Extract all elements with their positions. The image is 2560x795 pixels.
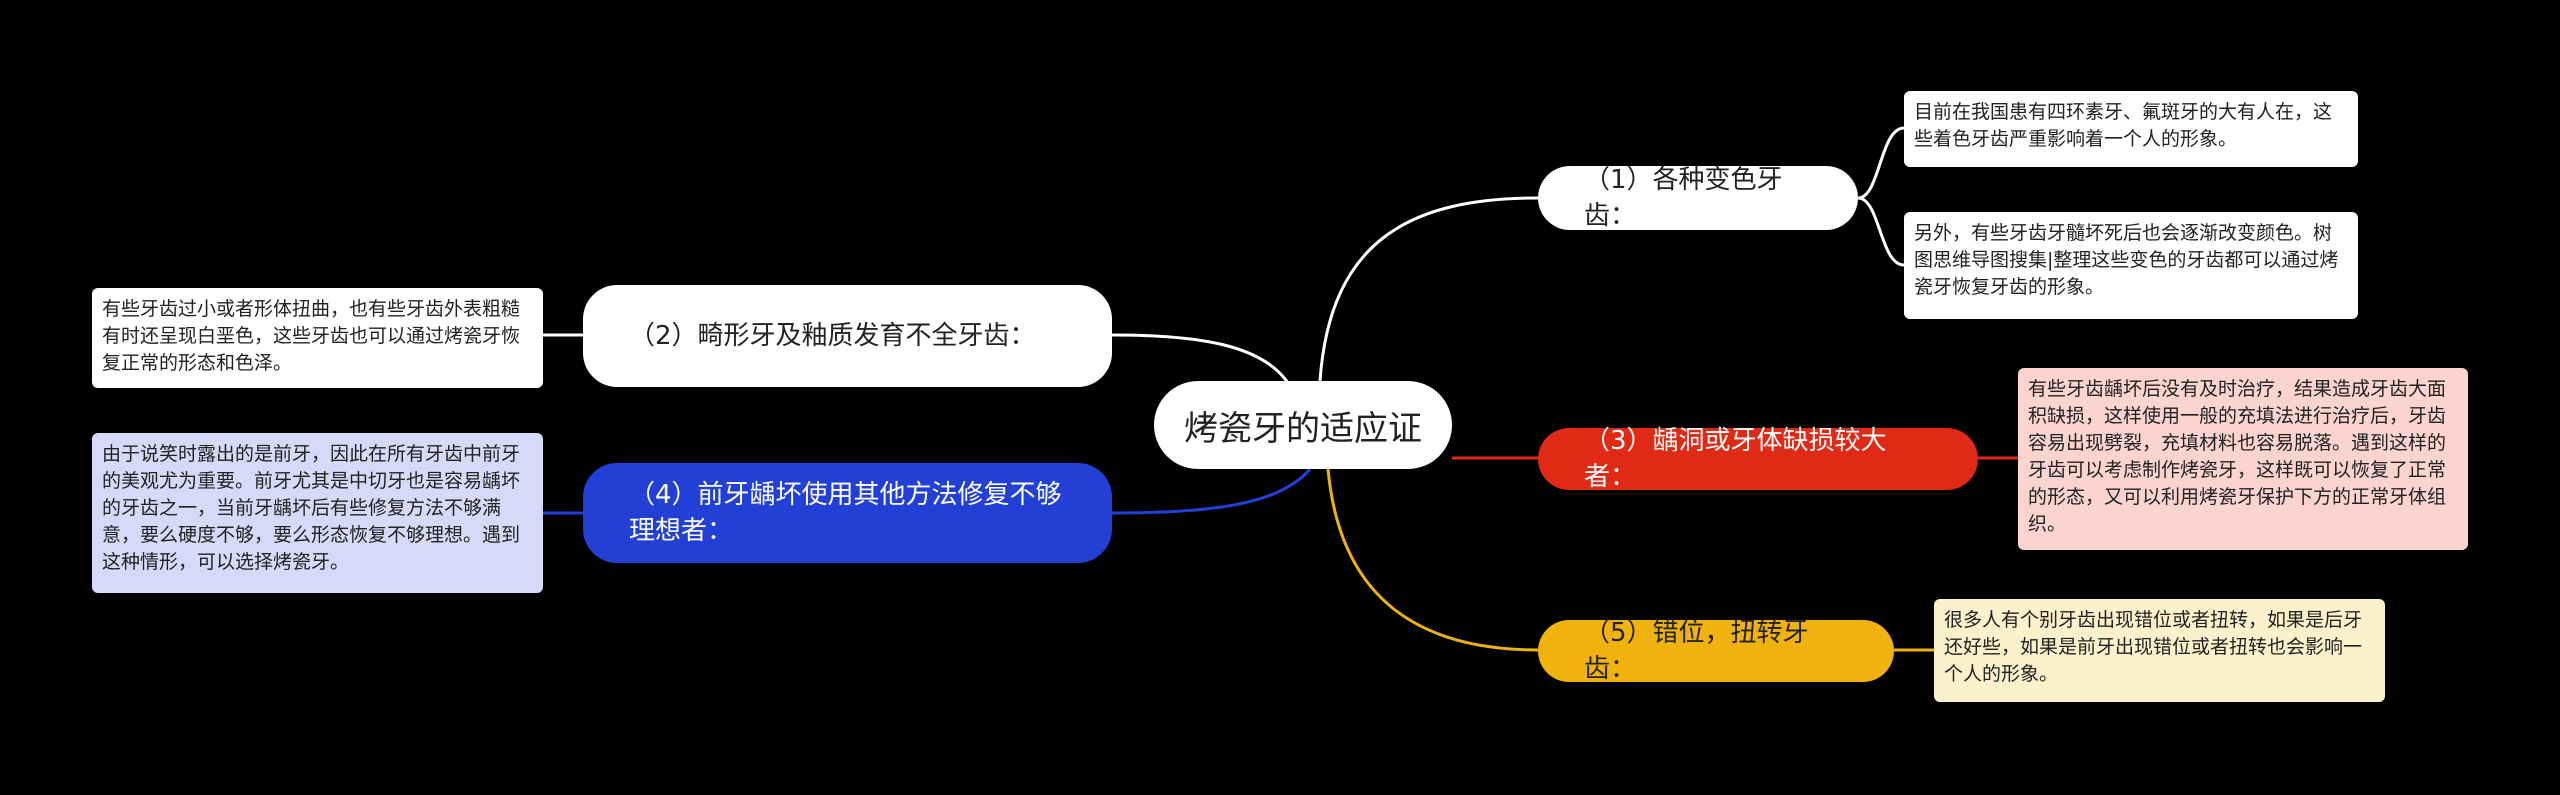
leaf-caries[interactable]: 有些牙齿龋坏后没有及时治疗，结果造成牙齿大面积缺损，这样使用一般的充填法进行治疗… (2018, 368, 2468, 550)
branch-caries-defects[interactable]: （3）龋洞或牙体缺损较大者： (1538, 426, 1978, 492)
leaf-text: 有些牙齿龋坏后没有及时治疗，结果造成牙齿大面积缺损，这样使用一般的充填法进行治疗… (2028, 378, 2447, 535)
connector-root-branch5 (1326, 468, 1539, 652)
connector-root-branch1 (1318, 196, 1539, 382)
branch-label: （1）各种变色牙齿： (1584, 165, 1783, 231)
connector-branch1-leaf2 (1857, 196, 1905, 267)
root-topic-label: 烤瓷牙的适应证 (1184, 408, 1422, 449)
branch-label: （4）前牙龋坏使用其他方法修复不够理想者： (629, 480, 1062, 546)
root-topic[interactable]: 烤瓷牙的适应证 (1154, 381, 1452, 469)
branch-malformed-teeth[interactable]: （2）畸形牙及釉质发育不全牙齿： (583, 285, 1112, 387)
leaf-text: 由于说笑时露出的是前牙，因此在所有牙齿中前牙的美观尤为重要。前牙尤其是中切牙也是… (102, 443, 521, 573)
connector-branch1-leaf1 (1857, 126, 1905, 200)
leaf-front-teeth[interactable]: 由于说笑时露出的是前牙，因此在所有牙齿中前牙的美观尤为重要。前牙尤其是中切牙也是… (92, 433, 543, 593)
leaf-text: 很多人有个别牙齿出现错位或者扭转，如果是后牙还好些，如果是前牙出现错位或者扭转也… (1944, 609, 2363, 685)
leaf-misaligned[interactable]: 很多人有个别牙齿出现错位或者扭转，如果是后牙还好些，如果是前牙出现错位或者扭转也… (1934, 599, 2385, 702)
branch-label: （5）错位，扭转牙齿： (1584, 618, 1809, 684)
branch-front-teeth-caries[interactable]: （4）前牙龋坏使用其他方法修复不够理想者： (583, 463, 1112, 563)
branch-misaligned-teeth[interactable]: （5）错位，扭转牙齿： (1538, 618, 1894, 684)
leaf-text: 有些牙齿过小或者形体扭曲，也有些牙齿外表粗糙有时还呈现白垩色，这些牙齿也可以通过… (102, 298, 521, 374)
connector-root-branch2 (1111, 333, 1292, 387)
leaf-malformed[interactable]: 有些牙齿过小或者形体扭曲，也有些牙齿外表粗糙有时还呈现白垩色，这些牙齿也可以通过… (92, 288, 543, 388)
branch-discolored-teeth[interactable]: （1）各种变色牙齿： (1538, 165, 1858, 231)
leaf-discolored-1[interactable]: 目前在我国患有四环素牙、氟斑牙的大有人在，这些着色牙齿严重影响着一个人的形象。 (1904, 91, 2358, 167)
connector-root-branch4 (1111, 468, 1312, 515)
leaf-discolored-2[interactable]: 另外，有些牙齿牙髓坏死后也会逐渐改变颜色。树图思维导图搜集|整理这些变色的牙齿都… (1904, 212, 2358, 319)
branch-label: （3）龋洞或牙体缺损较大者： (1584, 426, 1887, 492)
leaf-text: 另外，有些牙齿牙髓坏死后也会逐渐改变颜色。树图思维导图搜集|整理这些变色的牙齿都… (1914, 222, 2339, 298)
branch-label: （2）畸形牙及釉质发育不全牙齿： (629, 321, 1036, 351)
leaf-text: 目前在我国患有四环素牙、氟斑牙的大有人在，这些着色牙齿严重影响着一个人的形象。 (1914, 101, 2333, 150)
